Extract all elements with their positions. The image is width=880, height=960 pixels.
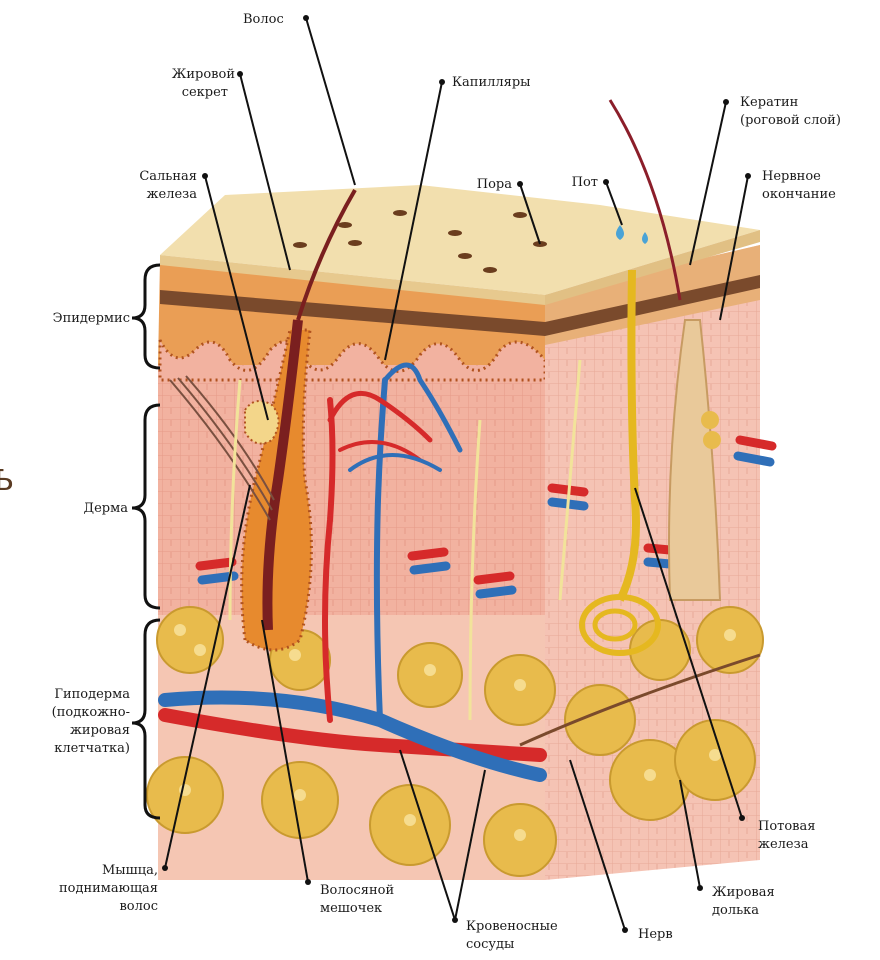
label-fat-lobule-2: долька (712, 903, 759, 918)
label-keratin-2: (роговой слой) (740, 113, 841, 128)
label-fat-secret: Жировой (172, 67, 235, 82)
label-hypodermis-2: (подкожно- (52, 705, 130, 720)
label-muscle-3: волос (119, 899, 158, 914)
label-pore: Пора (477, 177, 512, 192)
label-dermis: Дерма (84, 501, 129, 516)
label-sweat: Пот (572, 175, 598, 190)
label-vessels-2: сосуды (466, 937, 514, 952)
label-keratin: Кератин (740, 95, 798, 110)
label-capillaries: Капилляры (452, 75, 531, 90)
label-sweat-gland: Потовая (758, 819, 815, 834)
label-follicle: Волосяной (320, 883, 394, 898)
label-nerve-end: Нервное (762, 169, 821, 184)
label-hair: Волос (243, 12, 284, 27)
edge-letter: ь (0, 454, 14, 500)
label-nerve: Нерв (638, 927, 673, 942)
label-muscle: Мышца, (102, 863, 158, 878)
label-hypodermis: Гиподерма (54, 687, 130, 702)
label-follicle-2: мешочек (320, 901, 382, 916)
label-sebaceous: Сальная (139, 169, 197, 184)
label-nerve-end-2: окончание (762, 187, 836, 202)
layer-braces (132, 265, 160, 818)
label-hypodermis-3: жировая (70, 723, 130, 738)
label-epidermis: Эпидермис (53, 311, 130, 326)
label-fat-lobule: Жировая (712, 885, 775, 900)
label-fat-secret-2: секрет (182, 85, 228, 100)
label-sebaceous-2: железа (147, 187, 198, 202)
label-sweat-gland-2: железа (758, 837, 809, 852)
label-vessels: Кровеносные (466, 919, 558, 934)
label-muscle-2: поднимающая (59, 881, 158, 896)
label-hypodermis-4: клетчатка) (54, 741, 130, 756)
